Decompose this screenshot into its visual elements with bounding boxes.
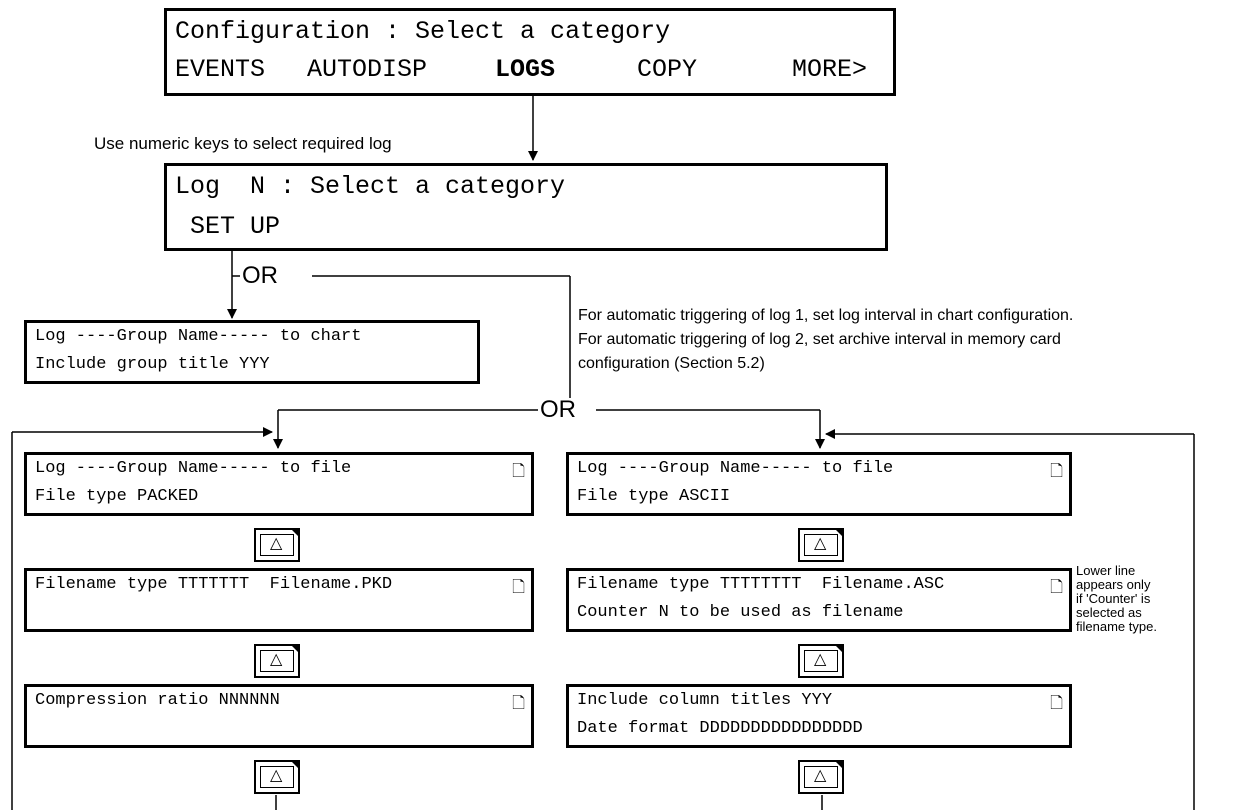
counter-note-line-1: Lower line [1076,563,1136,578]
up-arrow-key-icon[interactable]: △ [254,760,300,794]
page-icon: 🗋 [1050,577,1063,596]
ascii-filename-display: Filename type TTTTTTTT Filename.ASC Coun… [566,568,1072,632]
ascii-filename-line-2: Counter N to be used as filename [577,603,904,622]
column-titles-display: Include column titles YYY Date format DD… [566,684,1072,748]
packed-filename-display: Filename type TTTTTTT Filename.PKD 🗋 [24,568,534,632]
column-titles-line-1: Include column titles YYY [577,691,833,710]
menu-item-autodisp[interactable]: AUTODISP [307,55,428,84]
ascii-file-type-display: Log ----Group Name----- to file File typ… [566,452,1072,516]
counter-note-line-2: appears only [1076,577,1151,592]
config-menu-title: Configuration : Select a category [175,17,671,46]
packed-line-2: File type PACKED [35,487,199,506]
ascii-filename-line-1: Filename type TTTTTTTT Filename.ASC [577,575,945,594]
counter-note-line-5: filename type. [1076,619,1157,634]
compression-line-1: Compression ratio NNNNNN [35,691,280,710]
auto-trigger-note-2: For automatic triggering of log 2, set a… [578,331,1061,348]
numeric-keys-note: Use numeric keys to select required log [94,134,392,153]
packed-file-type-display: Log ----Group Name----- to file File typ… [24,452,534,516]
page-icon: 🗋 [1050,461,1063,480]
or-label-2: OR [538,396,578,423]
up-arrow-key-icon[interactable]: △ [798,760,844,794]
configuration-menu-display: Configuration : Select a category EVENTS… [164,8,896,96]
menu-item-copy[interactable]: COPY [637,55,698,84]
counter-note-line-3: if 'Counter' is [1076,591,1151,606]
chart-line-2: Include group title YYY [35,355,270,374]
auto-trigger-note-3: configuration (Section 5.2) [578,355,765,372]
page-icon: 🗋 [512,693,525,712]
log-menu-title: Log N : Select a category [175,172,566,201]
date-format-line-2: Date format DDDDDDDDDDDDDDDD [577,719,863,738]
log-to-chart-display: Log ----Group Name----- to chart Include… [24,320,480,384]
packed-line-1: Log ----Group Name----- to file [35,459,352,478]
page-icon: 🗋 [512,577,525,596]
up-arrow-key-icon[interactable]: △ [254,528,300,562]
ascii-line-1: Log ----Group Name----- to file [577,459,894,478]
page-icon: 🗋 [512,461,525,480]
auto-trigger-note-1: For automatic triggering of log 1, set l… [578,307,1074,324]
up-arrow-key-icon[interactable]: △ [798,644,844,678]
chart-line-1: Log ----Group Name----- to chart [35,327,362,346]
page-icon: 🗋 [1050,693,1063,712]
up-arrow-key-icon[interactable]: △ [798,528,844,562]
log-menu-display: Log N : Select a category SET UP [164,163,888,251]
counter-note-line-4: selected as [1076,605,1142,620]
compression-display: Compression ratio NNNNNN 🗋 [24,684,534,748]
menu-item-events[interactable]: EVENTS [175,55,266,84]
ascii-line-2: File type ASCII [577,487,731,506]
or-label-1: OR [240,262,280,289]
up-arrow-key-icon[interactable]: △ [254,644,300,678]
log-menu-setup[interactable]: SET UP [175,212,281,241]
packed-filename-line-1: Filename type TTTTTTT Filename.PKD [35,575,393,594]
menu-item-more[interactable]: MORE> [792,55,868,84]
menu-item-logs[interactable]: LOGS [495,55,556,84]
